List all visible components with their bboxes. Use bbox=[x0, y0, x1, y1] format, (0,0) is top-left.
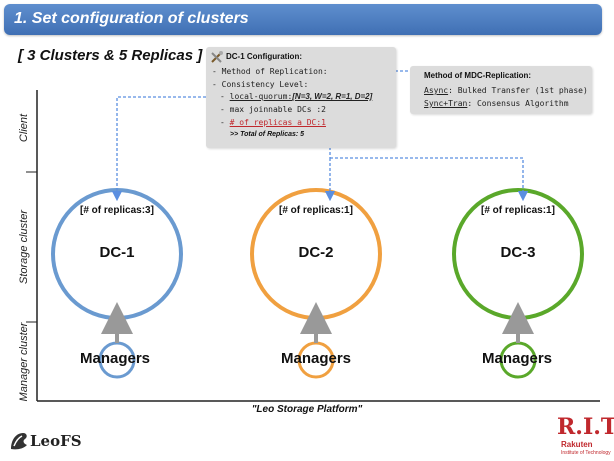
dc1-label: DC-1 bbox=[99, 244, 135, 261]
page-title: 1. Set configuration of clusters bbox=[14, 10, 249, 27]
cfg-replicas-prefix: - bbox=[220, 118, 230, 127]
dc1-managers-label: Managers bbox=[80, 350, 151, 367]
cfg-quorum-line: - local-quorum:[N=3, W=2, R=1, D=2] bbox=[220, 92, 372, 101]
dc2-replicas-label: [# of replicas:1] bbox=[279, 205, 353, 216]
mdc-async-key[interactable]: Async bbox=[424, 86, 449, 95]
rit-institute-text: Institute of Technology bbox=[561, 450, 611, 456]
dc3-replicas-label: [# of replicas:1] bbox=[481, 205, 555, 216]
cfg-quorum-link[interactable]: local-quorum: bbox=[229, 92, 293, 101]
tools-icon bbox=[211, 51, 223, 63]
mdc-async-line: Async: Bulked Transfer (1st phase) bbox=[424, 86, 588, 95]
dc2-managers-label: Managers bbox=[281, 350, 352, 367]
dc1-config-box: DC-1 Configuration: - Method of Replicat… bbox=[206, 47, 396, 148]
mdc-sync-line: Sync+Tran: Consensus Algorithm bbox=[424, 99, 569, 108]
leofs-logo-icon bbox=[11, 433, 27, 450]
cfg-method-line: - Method of Replication: bbox=[212, 67, 328, 76]
rakuten-logo-text: Rakuten bbox=[561, 440, 593, 449]
leofs-logo-text: LeoFS bbox=[30, 432, 82, 450]
dc3-connector bbox=[330, 157, 529, 202]
cfg-consistency-line: - Consistency Level: bbox=[212, 80, 309, 89]
mdc-async-text: : Bulked Transfer (1st phase) bbox=[448, 86, 588, 95]
mdc-title: Method of MDC-Replication: bbox=[424, 71, 532, 80]
platform-label: "Leo Storage Platform" bbox=[251, 404, 363, 415]
cfg-quorum-params: [N=3, W=2, R=1, D=2] bbox=[292, 92, 373, 101]
rit-logo-text: R.I.T. bbox=[557, 414, 614, 440]
storage-side-label: Storage cluster bbox=[18, 210, 30, 284]
dc3-label: DC-3 bbox=[500, 244, 536, 261]
dc1-replicas-label: [# of replicas:3] bbox=[80, 205, 154, 216]
cfg-quorum-prefix: - bbox=[220, 92, 230, 101]
dc1-config-title: DC-1 Configuration: bbox=[226, 52, 302, 61]
dc3-managers-label: Managers bbox=[482, 350, 553, 367]
mdc-sync-key[interactable]: Sync+Tran bbox=[424, 99, 468, 108]
client-side-label: Client bbox=[18, 113, 30, 143]
mdc-sync-text: : Consensus Algorithm bbox=[467, 99, 569, 108]
title-bar bbox=[4, 4, 602, 35]
dc2-label: DC-2 bbox=[298, 244, 334, 261]
cfg-replicas-line: - # of replicas a DC:1 bbox=[220, 118, 326, 127]
manager-side-label: Manager cluster bbox=[18, 322, 30, 402]
cfg-max-dcs-line: - max joinnable DCs :2 bbox=[220, 105, 326, 114]
dc1-config-connector bbox=[111, 96, 236, 202]
mdc-replication-box: Method of MDC-Replication: Async: Bulked… bbox=[410, 66, 592, 114]
cfg-replicas-link[interactable]: # of replicas a DC:1 bbox=[229, 118, 326, 127]
cfg-total-replicas: >> Total of Replicas: 5 bbox=[230, 131, 305, 138]
page-subtitle: [ 3 Clusters & 5 Replicas ] bbox=[18, 47, 203, 64]
